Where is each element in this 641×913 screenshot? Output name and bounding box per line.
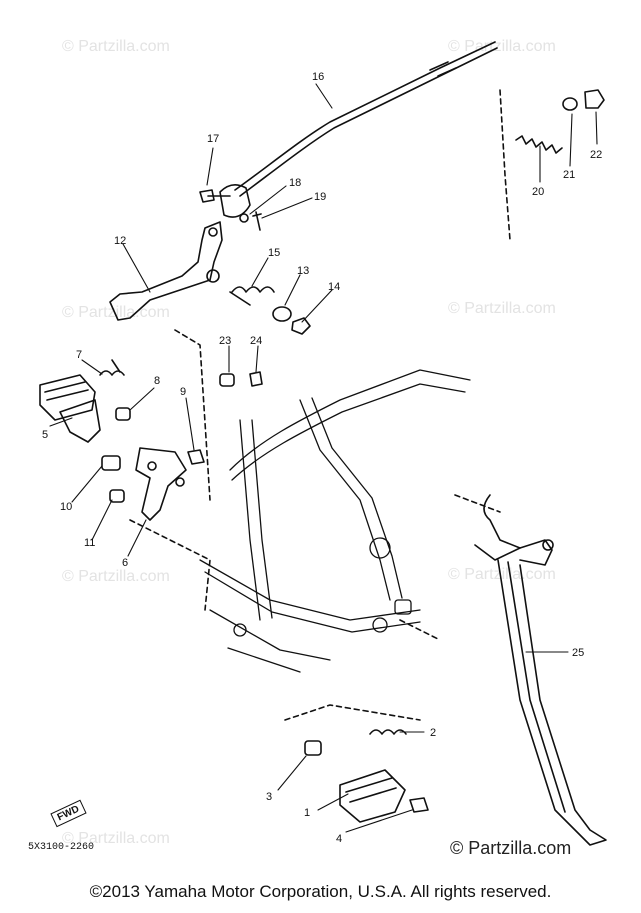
callout: 20: [532, 186, 544, 198]
callout: 14: [328, 281, 340, 293]
callout-numbers: 16 17 18 19 20 21 22 12 15 13 14 23 24 7…: [42, 71, 602, 845]
copyright-text: ©2013 Yamaha Motor Corporation, U.S.A. A…: [89, 882, 552, 901]
callout: 22: [590, 149, 602, 161]
brake-rod: [234, 41, 498, 197]
footrest-right: [339, 769, 406, 823]
callout: 1: [304, 807, 310, 819]
callout: 2: [430, 727, 436, 739]
callout: 6: [122, 557, 128, 569]
callout: 12: [114, 235, 126, 247]
callout: 24: [250, 335, 262, 347]
callout: 9: [180, 386, 186, 398]
watermark: © Partzilla.com: [62, 568, 170, 585]
callout: 13: [297, 265, 309, 277]
callout: 11: [84, 537, 95, 549]
callout: 3: [266, 791, 272, 803]
bolt-17: [199, 189, 231, 203]
callout: 23: [219, 335, 231, 347]
rod-end: [219, 184, 251, 218]
callout: 7: [76, 349, 82, 361]
return-spring: [229, 286, 275, 306]
spring-20: [515, 135, 563, 154]
drawing-code: 5X3100-2260: [28, 842, 95, 853]
cotter-pin: [252, 211, 262, 231]
footrest-left: [39, 374, 101, 443]
footrest-bracket: [135, 447, 187, 521]
callout: 16: [312, 71, 324, 83]
callout: 10: [60, 501, 72, 513]
callout: 15: [268, 247, 280, 259]
watermark: © Partzilla.com: [448, 566, 556, 583]
callout: 19: [314, 191, 326, 203]
callout: 4: [336, 833, 342, 845]
brake-pedal: [109, 221, 223, 321]
callout: 18: [289, 177, 301, 189]
callout: 5: [42, 429, 48, 441]
brand-mark: © Partzilla.com: [450, 838, 572, 858]
watermark: © Partzilla.com: [62, 304, 170, 321]
watermark: © Partzilla.com: [62, 830, 170, 847]
watermark: © Partzilla.com: [62, 38, 170, 55]
callout: 8: [154, 375, 160, 387]
sidestand: [474, 494, 607, 846]
watermark: © Partzilla.com: [448, 300, 556, 317]
callout: 25: [572, 647, 584, 659]
callout: 21: [563, 169, 575, 181]
callout: 17: [207, 133, 219, 145]
frame: [199, 369, 471, 673]
